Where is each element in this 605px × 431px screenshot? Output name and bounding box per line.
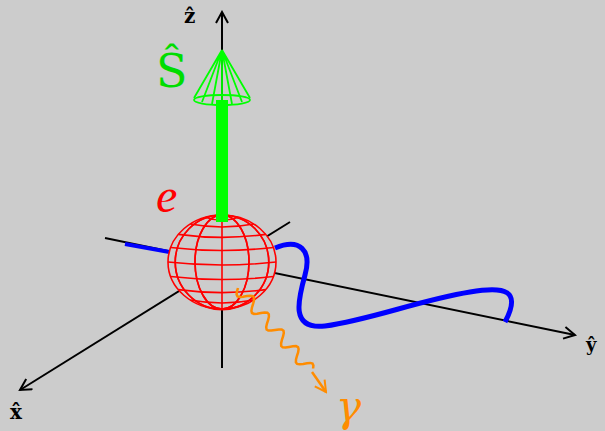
electron-label: e: [156, 172, 177, 220]
photon-label: γ: [336, 386, 361, 428]
axis-label: x̂: [10, 402, 22, 422]
wave: [125, 244, 175, 253]
photon-arrow: [312, 372, 326, 392]
axis-label: ŷ: [586, 336, 596, 354]
spin-arrow: [194, 50, 250, 222]
wave: [275, 244, 512, 326]
electron-sphere: [168, 215, 276, 310]
photon-squiggle: [237, 288, 314, 369]
axis-label: ẑ: [184, 6, 195, 26]
spin-label: Ŝ: [156, 48, 188, 94]
